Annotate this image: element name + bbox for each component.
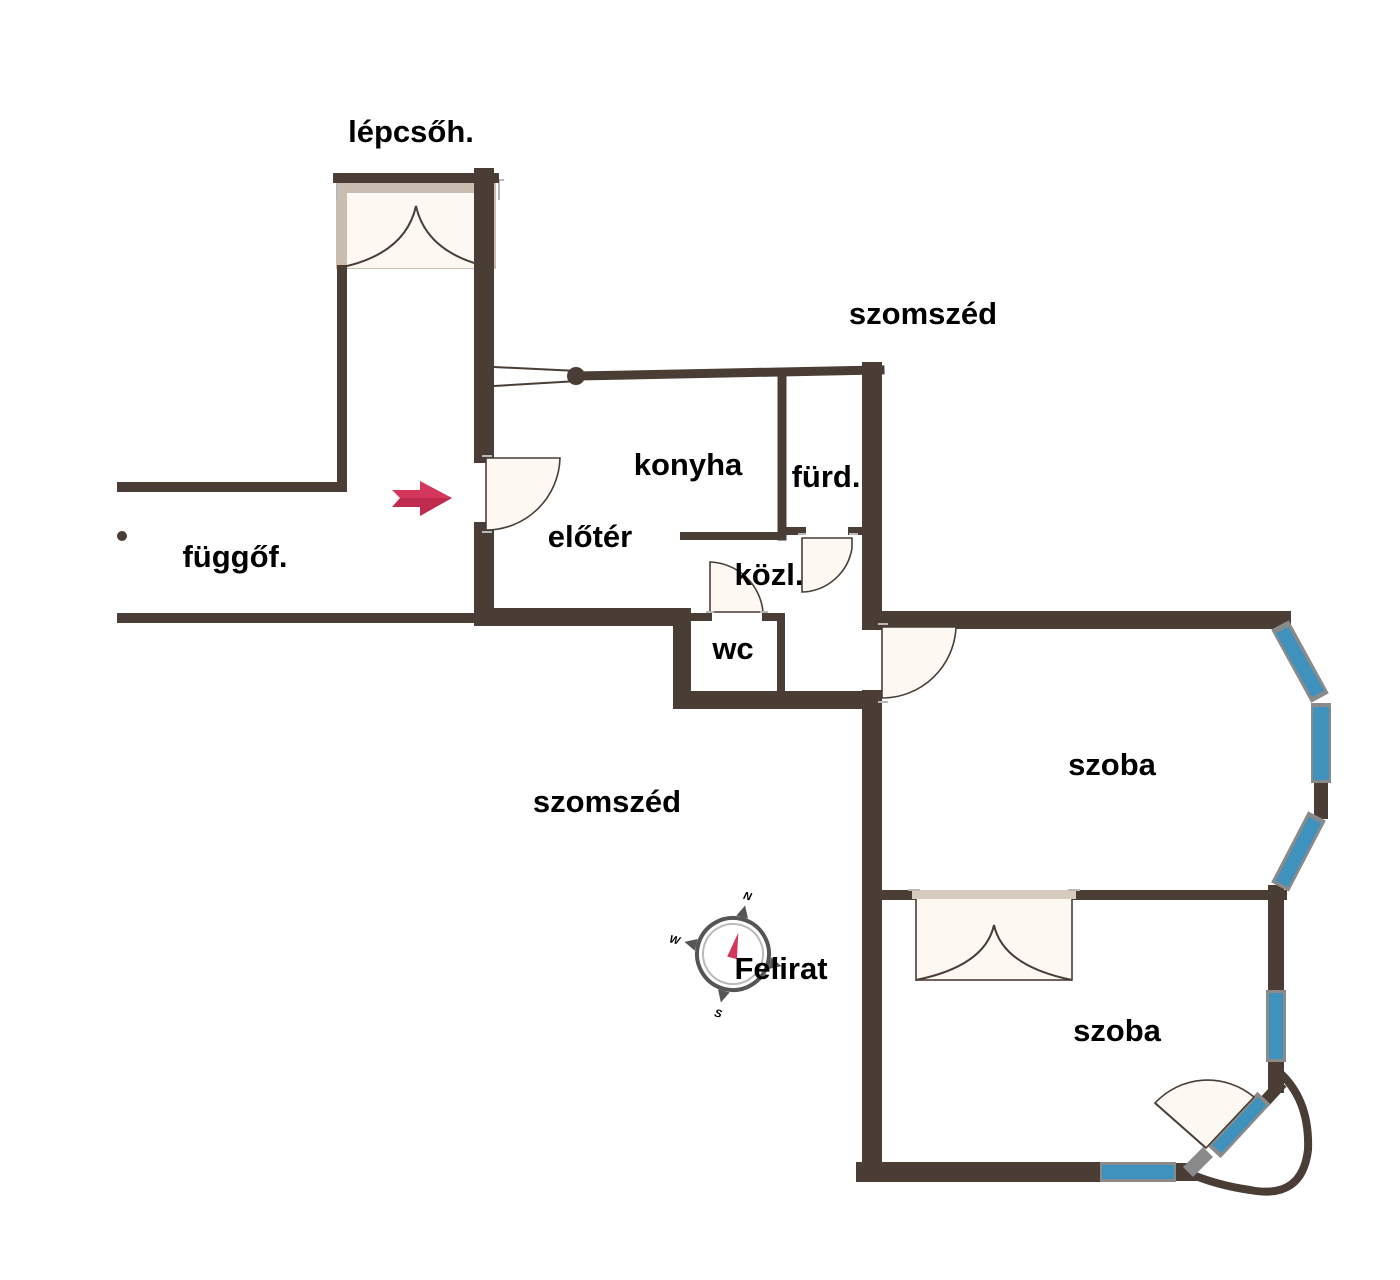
door-opening xyxy=(347,193,474,268)
compass-north-label: N xyxy=(742,890,754,904)
label-hallway: előtér xyxy=(548,519,632,554)
windows xyxy=(1100,620,1331,1182)
label-bathroom: fürd. xyxy=(792,459,861,494)
compass-west-label: W xyxy=(668,933,683,948)
room1-door xyxy=(878,623,957,703)
door-swing xyxy=(337,205,495,269)
door-swing-area xyxy=(881,626,957,699)
compass-icon: N S W xyxy=(668,890,782,1021)
walls xyxy=(117,168,1328,1196)
bathroom-door xyxy=(798,533,858,593)
door-jambs xyxy=(482,455,492,533)
opening-line xyxy=(493,366,579,387)
balcony-door xyxy=(1153,1079,1256,1150)
door-jambs xyxy=(878,623,888,703)
label-toilet: wc xyxy=(711,631,753,666)
door-swing-area xyxy=(1153,1079,1256,1150)
balcony-door-threshold xyxy=(1183,1147,1213,1177)
stairwell-double-door xyxy=(334,179,504,269)
compass-south-label: S xyxy=(713,1007,724,1021)
entrance-arrow-icon xyxy=(392,481,452,516)
compass-caption: Felirat xyxy=(734,951,827,986)
compass-inner-ring xyxy=(702,923,764,985)
door-swing xyxy=(915,924,1073,981)
door-swing-area xyxy=(485,457,561,531)
label-stairwell: lépcsőh. xyxy=(348,114,474,149)
label-neighbor-top: szomszéd xyxy=(849,296,997,331)
compass-east-tick xyxy=(768,957,782,970)
window-bay-3 xyxy=(1275,816,1322,888)
window-bay-1 xyxy=(1275,626,1325,698)
wall-node-small xyxy=(777,369,787,379)
door-swing-area xyxy=(915,897,1073,981)
hall-entry-door xyxy=(482,455,561,533)
label-neighbor-bottom: szomszéd xyxy=(533,784,681,819)
window-room2-diagonal xyxy=(1212,1096,1267,1154)
door-swing-area xyxy=(801,537,853,593)
wall-wc-outer xyxy=(475,608,881,709)
wall-north-slant xyxy=(571,365,885,381)
door-leaf-line xyxy=(1154,1102,1207,1149)
label-room-1: szoba xyxy=(1068,747,1157,782)
label-corridor: függőf. xyxy=(182,539,287,574)
label-passage: közl. xyxy=(735,557,804,592)
label-room-2: szoba xyxy=(1073,1013,1162,1048)
compass-north-tick xyxy=(736,905,749,919)
wall-hall-partition xyxy=(680,527,872,540)
kitchen-opening-lines xyxy=(493,366,579,387)
wall-corridor-top xyxy=(117,265,347,492)
door-frame-shade xyxy=(912,890,1076,899)
compass-needle xyxy=(727,932,739,960)
corridor-marker xyxy=(117,531,127,541)
wall-bay-node xyxy=(1259,1078,1287,1107)
room-labels: lépcsőh. szomszéd konyha fürd. előtér fü… xyxy=(182,114,1161,1048)
wc-door xyxy=(706,561,768,613)
compass-south-tick xyxy=(717,989,730,1003)
balcony-rail xyxy=(1180,1066,1313,1196)
wall-wc-inner xyxy=(689,613,785,698)
label-kitchen: konyha xyxy=(634,447,743,482)
room2-double-door xyxy=(908,889,1080,981)
compass-west-tick xyxy=(684,938,698,951)
doors xyxy=(482,455,1256,1150)
